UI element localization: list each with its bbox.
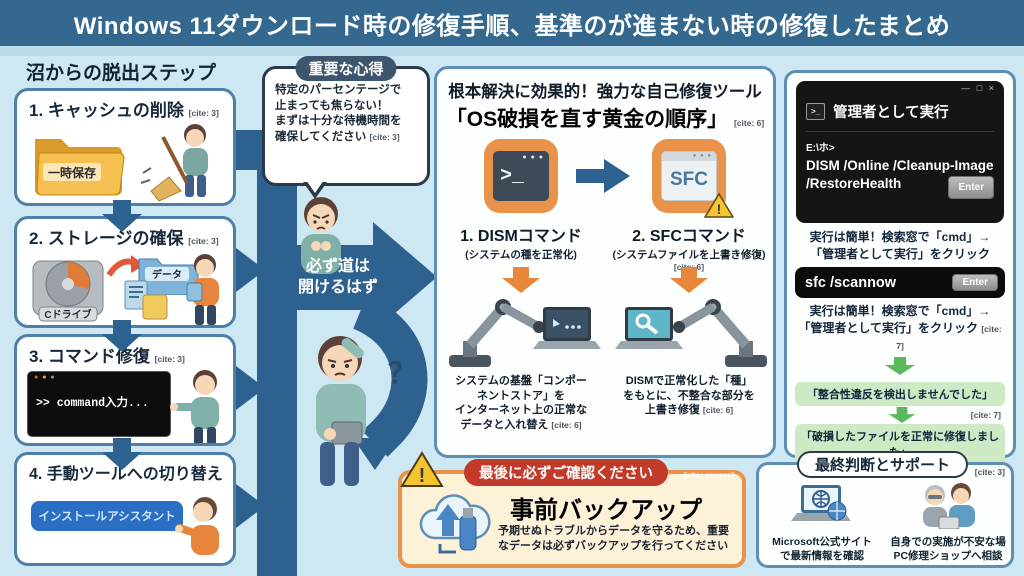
backup-description: 予期せぬトラブルからデータを守るため、重要 なデータは必ずバックアップを行ってく… bbox=[498, 525, 729, 552]
command-labels-row: 1. DISMコマンド (システムの種を正常化) 2. SFCコマンド (システ… bbox=[437, 222, 773, 272]
backup-cite: [cite: source] bbox=[683, 471, 734, 480]
title-bar: Windows 11ダウンロード時の修復手順、基準のが進まない時の修復したまとめ bbox=[0, 0, 1024, 46]
cmd-hint-1: 実行は簡単！検索窓で「cmd」→ 「管理者として実行」をクリック bbox=[809, 230, 991, 261]
terminal-icon: >_ bbox=[806, 103, 825, 120]
advice-header-pill: 重要な心得 bbox=[295, 56, 397, 81]
window-controls[interactable]: — □ × bbox=[961, 83, 996, 93]
terminal-dots: ● ● ● bbox=[34, 374, 56, 381]
terminal-body: E:\ホ> DISM /Online /Cleanup-Image /Resto… bbox=[806, 139, 994, 199]
data-move-arrow-icon bbox=[106, 255, 145, 277]
step-1-cite: [cite: 3] bbox=[188, 108, 219, 118]
golden-order-panel: 根本解決に効果的！強力な自己修復ツール 「OS破損を直す黄金の順序」 [cite… bbox=[434, 66, 776, 458]
backup-warning-icon: ! bbox=[400, 451, 444, 487]
result-message-1: 「整合性違反を検出しませんでした」 bbox=[795, 381, 1005, 406]
laptop-globe-icon bbox=[791, 485, 851, 521]
support-cite: [cite: 3] bbox=[974, 467, 1005, 477]
step-3-cite: [cite: 3] bbox=[154, 354, 185, 364]
center-title-line1: 根本解決に効果的！強力な自己修復ツール bbox=[448, 83, 762, 101]
backup-title: 事前バックアップ bbox=[510, 497, 702, 524]
step-1-title: 1. キャッシュの削除 [cite: 3] bbox=[29, 101, 219, 120]
robot-arms-illustration bbox=[449, 299, 767, 367]
dism-terminal-icon: ● ● ● >_ bbox=[484, 139, 558, 213]
left-column-header: 沼からの脱出ステップ bbox=[26, 63, 217, 84]
orange-down-arrow-1 bbox=[502, 267, 540, 293]
orange-arrows-row bbox=[437, 267, 773, 293]
person-pointing-illustration bbox=[170, 370, 219, 443]
support-header-pill: 最終判断とサポート bbox=[797, 451, 969, 478]
step-2-cite: [cite: 3] bbox=[188, 236, 219, 246]
svg-text:Cドライブ: Cドライブ bbox=[44, 308, 91, 321]
file-stack-icon bbox=[124, 280, 168, 320]
cmd-hint-2: 実行は簡単！検索窓で「cmd」→ 「管理者として実行」をクリック [cite: … bbox=[798, 304, 1002, 352]
orange-down-arrow-2 bbox=[670, 267, 708, 293]
admin-terminal-window: — □ × >_ 管理者として実行 E:\ホ> DISM /Online /Cl… bbox=[796, 81, 1004, 223]
terminal-header: >_ 管理者として実行 bbox=[806, 101, 994, 132]
title-underline bbox=[0, 46, 1024, 56]
advice-bubble: 重要な心得 特定のパーセンテージで 止まっても焦らない！ まずは十分な待機時間を… bbox=[262, 56, 430, 199]
command-detail-panel: — □ × >_ 管理者として実行 E:\ホ> DISM /Online /Cl… bbox=[784, 70, 1016, 480]
c-drive-disk-icon: Cドライブ bbox=[32, 260, 104, 322]
center-title-cite: [cite: 6] bbox=[733, 118, 765, 128]
terminal-window-small: ● ● ● >> command入力... bbox=[27, 371, 171, 437]
person-confused-illustration bbox=[316, 336, 366, 486]
sfc-window-icon: ● ● ● SFC ! bbox=[652, 139, 734, 218]
step-3-command-box: 3. コマンド修復 [cite: 3] ● ● ● >> command入力..… bbox=[14, 334, 236, 446]
person-carrying-illustration bbox=[186, 254, 219, 325]
sfc-command-text: sfc /scannow bbox=[805, 274, 897, 291]
support-item-repair-shop: 自身での実施が不安な場 PC修理ショップへ相談 bbox=[885, 483, 1011, 563]
sfc-description: DISMで正常化した「種」 をもとに、不整合な部分を 上書き修復 [cite: … bbox=[623, 375, 755, 416]
command-desc-row: システムの基盤「コンポー ネントストア」を インターネット上の正常な データと入… bbox=[437, 374, 773, 432]
step-3-title: 3. コマンド修復 [cite: 3] bbox=[29, 347, 185, 366]
step-1-cache-box: 1. キャッシュの削除 [cite: 3] 一時保存 bbox=[14, 88, 236, 206]
enter-key-button[interactable]: Enter bbox=[948, 175, 994, 199]
bubble-tail bbox=[303, 180, 327, 199]
terminal-command-text: >> command入力... bbox=[36, 397, 149, 410]
step-down-arrow-3 bbox=[102, 438, 142, 470]
right-arrow-icon bbox=[576, 159, 630, 193]
person-sweeping-illustration bbox=[140, 124, 208, 202]
step-2-storage-box: 2. ストレージの確保 [cite: 3] Cドライブ データ bbox=[14, 216, 236, 328]
person-pointing-up-illustration bbox=[175, 497, 219, 555]
green-down-arrow-1 bbox=[885, 356, 915, 375]
svg-text:!: ! bbox=[419, 465, 426, 487]
cmd-hint-2-cite: [cite: 7] bbox=[896, 323, 1002, 352]
step-4-title: 4. 手動ツールへの切り替え bbox=[29, 466, 223, 483]
center-title-line2: 「OS破損を直す黄金の順序」 [cite: 6] bbox=[445, 108, 765, 131]
dism-label: 1. DISMコマンド (システムの種を正常化) bbox=[460, 228, 582, 261]
page-title: Windows 11ダウンロード時の修復手順、基準のが進まない時の修復したまとめ bbox=[73, 12, 951, 40]
step-down-arrow-2 bbox=[102, 320, 142, 352]
question-mark: ？ bbox=[388, 358, 417, 389]
dism-command-text: DISM /Online /Cleanup-Image /RestoreHeal… bbox=[806, 157, 994, 199]
tool-icon-row: ● ● ● >_ ● ● ● SFC ! bbox=[437, 139, 773, 218]
install-assistant-button[interactable]: インストールアシスタント bbox=[31, 501, 183, 531]
advice-text: 特定のパーセンテージで 止まっても焦らない！ まずは十分な待機時間を 確保してく… bbox=[275, 84, 402, 143]
person-worried-illustration bbox=[301, 197, 341, 274]
svg-text:データ: データ bbox=[152, 268, 182, 281]
step-down-arrow-1 bbox=[102, 200, 142, 232]
sfc-scannow-pill: sfc /scannow Enter bbox=[795, 267, 1005, 298]
cloud-backup-icon bbox=[419, 494, 491, 554]
result-1-cite: [cite: 7] bbox=[970, 409, 1001, 420]
svg-text:一時保存: 一時保存 bbox=[48, 165, 96, 180]
consultation-people-icon bbox=[923, 483, 975, 530]
green-down-arrow-2 bbox=[888, 406, 916, 423]
support-item-official-site: Microsoft公式サイト で最新情報を確認 bbox=[759, 483, 885, 563]
enter-key-button-2[interactable]: Enter bbox=[952, 274, 998, 291]
advice-cite: [cite: 3] bbox=[369, 131, 400, 142]
svg-text:!: ! bbox=[717, 201, 722, 217]
step-2-title: 2. ストレージの確保 [cite: 3] bbox=[29, 229, 219, 248]
support-panel: 最終判断とサポート [cite: 3] Microsoft公式サイト で最新情報… bbox=[756, 451, 1014, 568]
backup-panel: ! 最後に必ずご確認ください [cite: source] 事前バックアップ 予… bbox=[398, 451, 746, 568]
flow-arrow-text: 必ず道は 開けるはず bbox=[297, 258, 378, 296]
run-as-admin-label: 管理者として実行 bbox=[833, 105, 949, 121]
warning-triangle-icon: ! bbox=[704, 192, 734, 218]
dism-description: システムの基盤「コンポー ネントストア」を インターネット上の正常な データと入… bbox=[455, 375, 587, 431]
backup-badge: 最後に必ずご確認ください bbox=[464, 459, 668, 486]
step-4-manual-tool-box: 4. 手動ツールへの切り替え インストールアシスタント bbox=[14, 452, 236, 566]
sfc-label: 2. SFCコマンド (システムファイルを上書き修復) [cite: 6] bbox=[605, 222, 773, 272]
support-item-1-caption: Microsoft公式サイト で最新情報を確認 bbox=[772, 536, 872, 562]
terminal-prompt: E:\ホ> bbox=[806, 143, 835, 154]
folder-temp-icon: 一時保存 bbox=[35, 139, 125, 196]
support-item-2-caption: 自身での実施が不安な場 PC修理ショップへ相談 bbox=[890, 536, 1006, 562]
